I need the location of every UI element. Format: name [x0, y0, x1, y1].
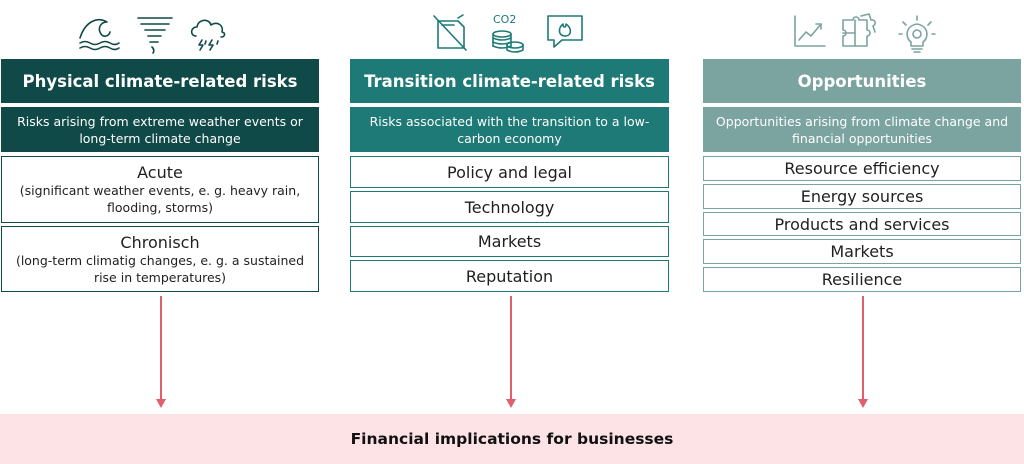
- item-title: Policy and legal: [447, 162, 572, 182]
- item-desc: (long-term climatig changes, e. g. a sus…: [15, 252, 305, 285]
- wave-icon: [79, 18, 120, 51]
- financial-implications-band: Financial implications for businesses: [0, 414, 1024, 464]
- arrow-physical-down: [156, 296, 166, 408]
- lightbulb-gear-icon: [898, 15, 936, 53]
- item-desc: (significant weather events, e. g. heavy…: [19, 183, 301, 215]
- physical-item-chronic: Chronisch (long-term climatig changes, e…: [1, 226, 319, 292]
- item-title: Resilience: [821, 270, 903, 289]
- physical-icons: [1, 12, 319, 54]
- financial-implications-label: Financial implications for businesses: [350, 430, 674, 448]
- opportunities-item-resilience: Resilience: [703, 267, 1021, 292]
- item-title: Energy sources: [800, 187, 924, 206]
- item-title: Products and services: [774, 214, 950, 234]
- transition-subheader: Risks associated with the transition to …: [350, 107, 669, 152]
- transition-item-markets: Markets: [350, 226, 669, 257]
- physical-header: Physical climate-related risks: [1, 59, 319, 103]
- growth-chart-icon: [794, 15, 826, 47]
- opportunities-subheader: Opportunities arising from climate chang…: [703, 107, 1021, 152]
- transition-item-technology: Technology: [350, 191, 669, 223]
- physical-subheader: Risks arising from extreme weather event…: [1, 107, 319, 152]
- co2-label: CO2: [493, 13, 516, 26]
- physical-item-acute: Acute (significant weather events, e. g.…: [1, 156, 319, 223]
- co2-coins-icon: CO2: [492, 13, 524, 53]
- item-title: Technology: [464, 197, 555, 217]
- opportunities-item-markets: Markets: [703, 239, 1021, 264]
- flame-message-icon: [547, 15, 583, 48]
- crossed-fuel-can-icon: [433, 14, 467, 51]
- item-title: Reputation: [465, 266, 554, 286]
- transition-item-policy: Policy and legal: [350, 156, 669, 188]
- storm-cloud-icon: [190, 19, 226, 51]
- item-title: Markets: [830, 242, 894, 261]
- opportunities-item-resource-efficiency: Resource efficiency: [703, 156, 1021, 181]
- transition-header: Transition climate-related risks: [350, 59, 669, 103]
- item-title: Resource efficiency: [784, 159, 940, 178]
- opportunities-header: Opportunities: [703, 59, 1021, 103]
- arrow-opportunities-down: [858, 296, 868, 408]
- transition-icons: CO2: [350, 12, 669, 54]
- opportunities-icons: [703, 12, 1021, 54]
- item-title: Acute: [137, 163, 183, 182]
- puzzle-icon: [842, 13, 876, 47]
- opportunities-item-energy-sources: Energy sources: [703, 184, 1021, 209]
- tornado-icon: [137, 17, 173, 54]
- item-title: Chronisch: [120, 232, 200, 252]
- item-title: Markets: [477, 232, 542, 251]
- transition-item-reputation: Reputation: [350, 260, 669, 292]
- arrow-transition-down: [506, 296, 516, 408]
- opportunities-item-products-services: Products and services: [703, 212, 1021, 236]
